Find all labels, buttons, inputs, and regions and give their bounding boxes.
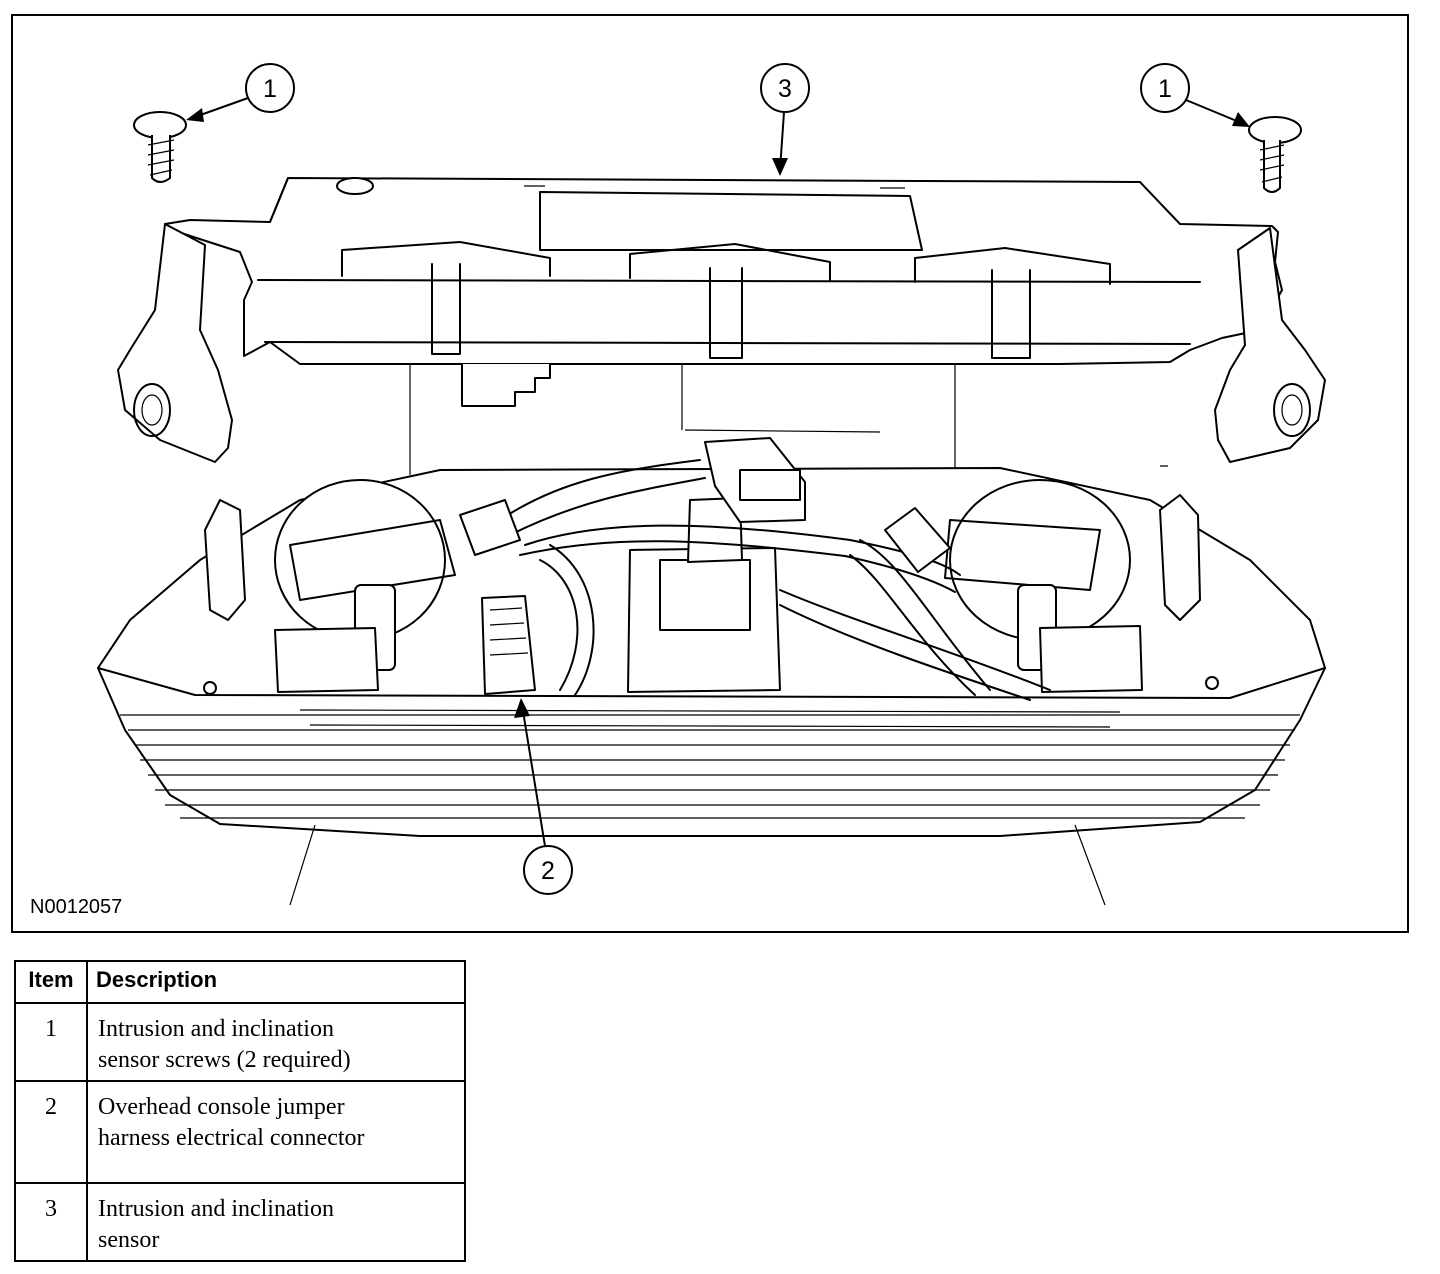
legend-item-description: Intrusion and inclination sensor bbox=[86, 1182, 466, 1262]
legend-row: 3 Intrusion and inclination sensor bbox=[14, 1182, 466, 1262]
callout-2: 2 bbox=[514, 698, 573, 895]
callout-3: 3 bbox=[760, 63, 810, 176]
intrusion-inclination-sensor bbox=[117, 177, 1326, 463]
overhead-console-housing bbox=[97, 437, 1326, 837]
screw-left bbox=[133, 111, 187, 183]
callout-1-left: 1 bbox=[186, 63, 295, 122]
legend-row: 2 Overhead console jumper harness electr… bbox=[14, 1080, 466, 1184]
legend-item-description: Intrusion and inclination sensor screws … bbox=[86, 1002, 466, 1082]
legend-description-line: Intrusion and inclination bbox=[98, 1016, 334, 1042]
callout-2-label: 2 bbox=[541, 857, 555, 885]
legend-header-item: Item bbox=[14, 960, 88, 1004]
legend-description-line: sensor screws (2 required) bbox=[98, 1047, 351, 1073]
legend-header-row: Item Description bbox=[14, 960, 466, 1004]
legend-description-line: harness electrical connector bbox=[98, 1125, 365, 1151]
legend-item-number: 1 bbox=[14, 1002, 88, 1082]
legend-header-description: Description bbox=[86, 960, 466, 1004]
legend-item-number: 3 bbox=[14, 1182, 88, 1262]
legend-table: Item Description 1 Intrusion and inclina… bbox=[14, 960, 466, 1262]
screw-right bbox=[1248, 116, 1302, 193]
callout-3-label: 3 bbox=[778, 75, 792, 103]
legend-item-number: 2 bbox=[14, 1080, 88, 1184]
legend-description-line: sensor bbox=[98, 1227, 160, 1253]
callout-1-right-label: 1 bbox=[1158, 75, 1172, 103]
legend-item-description: Overhead console jumper harness electric… bbox=[86, 1080, 466, 1184]
legend-description-line: Intrusion and inclination bbox=[98, 1196, 334, 1222]
figure-id: N0012057 bbox=[30, 896, 122, 918]
legend-row: 1 Intrusion and inclination sensor screw… bbox=[14, 1002, 466, 1082]
callout-1-left-label: 1 bbox=[263, 75, 277, 103]
callout-1-right: 1 bbox=[1140, 63, 1250, 127]
exploded-view-illustration: 1 3 1 2 N0012057 bbox=[11, 14, 1409, 933]
legend-description-line: Overhead console jumper bbox=[98, 1094, 345, 1120]
